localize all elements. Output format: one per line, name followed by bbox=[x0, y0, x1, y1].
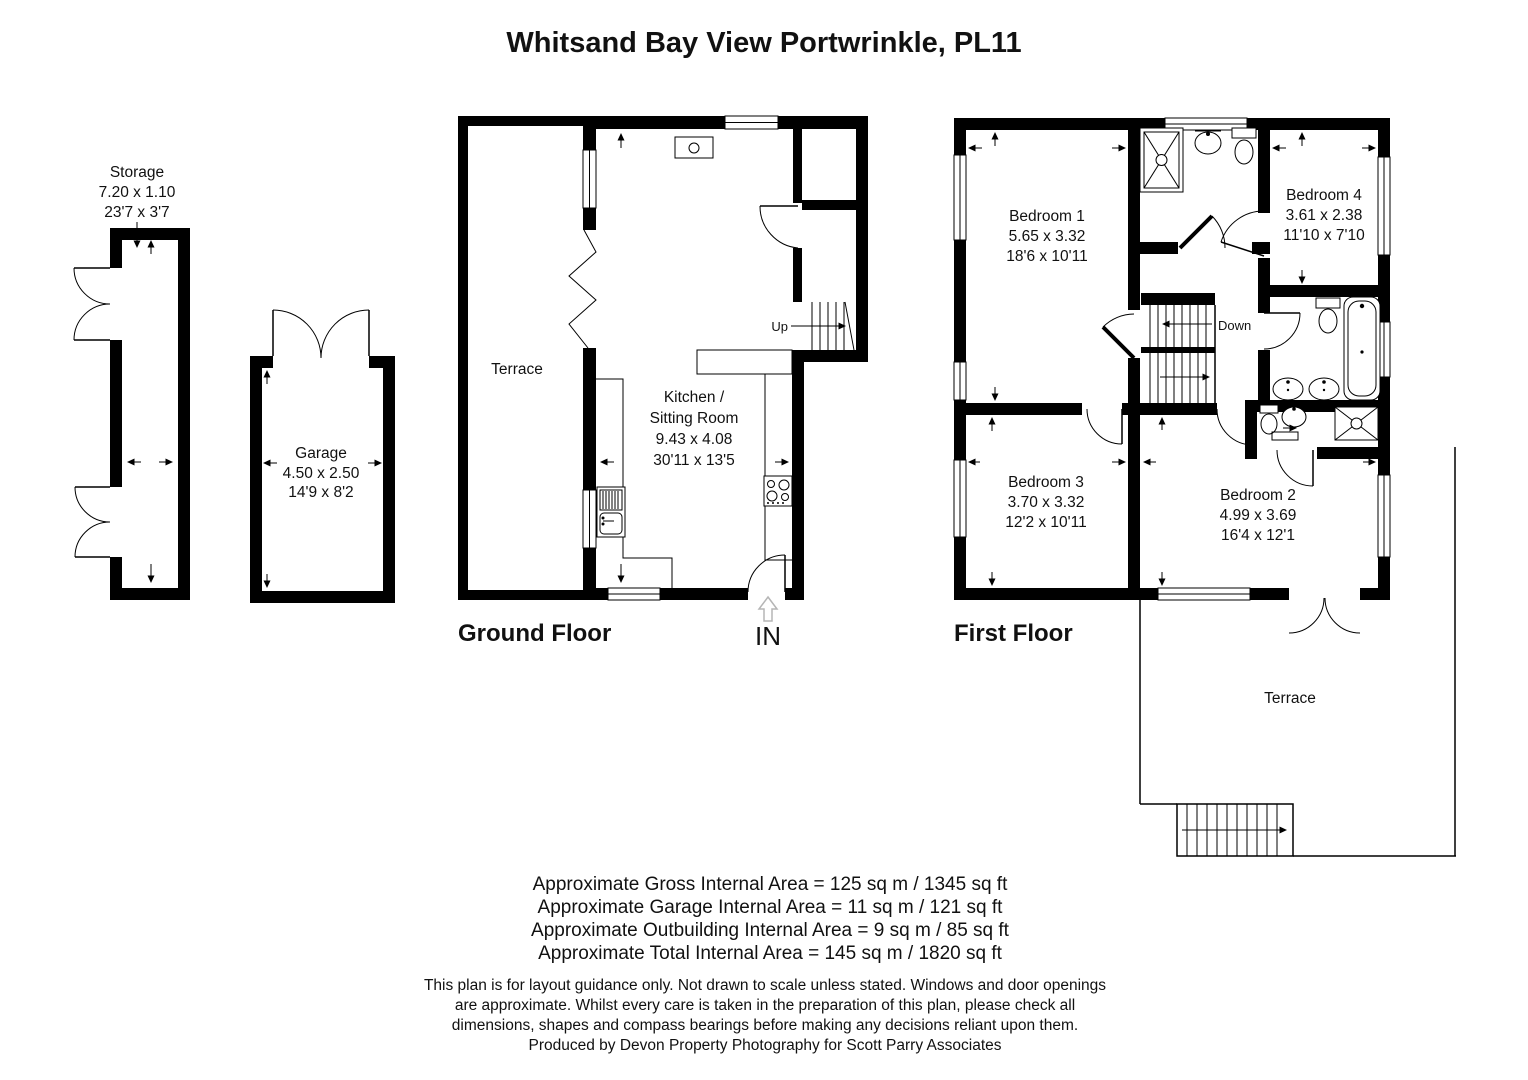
ensuite-door bbox=[1276, 449, 1314, 487]
bedroom1-door bbox=[1101, 313, 1136, 360]
bedroom2-door bbox=[1216, 408, 1254, 446]
bedroom4-dim-imperial: 11'10 x 7'10 bbox=[1283, 227, 1365, 244]
bedroom3-dim-metric: 3.70 x 3.32 bbox=[1008, 494, 1085, 511]
kitchen-counter bbox=[596, 349, 793, 588]
storage-door-upper bbox=[73, 267, 111, 341]
storage-dimension-arrows bbox=[127, 222, 173, 583]
garage-dim-imperial: 14'9 x 8'2 bbox=[288, 484, 353, 501]
ground-floor-plan bbox=[458, 115, 868, 622]
stairs-up-label: Up bbox=[771, 319, 788, 334]
stairs-down bbox=[1149, 305, 1212, 403]
toilet bbox=[1315, 297, 1341, 334]
garage-doors bbox=[272, 309, 370, 359]
bedroom2-dim-metric: 4.99 x 3.69 bbox=[1220, 507, 1297, 524]
entrance-door bbox=[747, 554, 786, 593]
terrace-outline bbox=[1139, 447, 1456, 857]
hob bbox=[763, 475, 793, 507]
first-floor-title: First Floor bbox=[954, 620, 1073, 647]
bedroom3-door bbox=[1086, 408, 1123, 445]
ground-terrace-label: Terrace bbox=[491, 361, 543, 378]
bathroom-door bbox=[1263, 312, 1301, 350]
area-summary: Approximate Gross Internal Area = 125 sq… bbox=[531, 874, 1010, 964]
garage-dimension-arrows bbox=[263, 370, 382, 588]
entrance-label: IN bbox=[755, 621, 781, 651]
storage-plan bbox=[73, 222, 190, 600]
toilet bbox=[1231, 127, 1257, 165]
bedroom2-label: Bedroom 2 bbox=[1220, 487, 1296, 504]
storage-dim-imperial: 23'7 x 3'7 bbox=[104, 204, 169, 221]
bedroom1-dim-imperial: 18'6 x 10'11 bbox=[1006, 248, 1087, 265]
kitchen-island bbox=[674, 136, 714, 159]
kitchen-dim-imperial: 30'11 x 13'5 bbox=[653, 452, 734, 469]
area-gross: Approximate Gross Internal Area = 125 sq… bbox=[533, 874, 1008, 895]
entry-arrow-icon bbox=[757, 595, 779, 622]
shower-tray bbox=[1334, 406, 1379, 441]
bedroom3-label: Bedroom 3 bbox=[1008, 474, 1084, 491]
open-wall-break bbox=[568, 229, 597, 349]
bedroom1-dim-metric: 5.65 x 3.32 bbox=[1009, 228, 1086, 245]
kitchen-dim-metric: 9.43 x 4.08 bbox=[656, 431, 733, 448]
wash-basin bbox=[1308, 377, 1340, 401]
ground-dimension-arrows bbox=[600, 133, 789, 583]
kitchen-label-1: Kitchen / bbox=[664, 389, 725, 406]
kitchen-label-2: Sitting Room bbox=[650, 410, 739, 427]
area-outbuilding: Approximate Outbuilding Internal Area = … bbox=[531, 920, 1010, 941]
bedroom1-label: Bedroom 1 bbox=[1009, 208, 1085, 225]
first-floor-dimension-arrows bbox=[968, 132, 1376, 586]
area-total: Approximate Total Internal Area = 145 sq… bbox=[538, 943, 1003, 964]
terrace-steps bbox=[1176, 803, 1294, 857]
ground-floor-title: Ground Floor bbox=[458, 620, 611, 647]
page-title: Whitsand Bay View Portwrinkle, PL11 bbox=[506, 27, 1021, 59]
ground-terrace-walls bbox=[458, 116, 600, 600]
sink-unit bbox=[596, 486, 626, 538]
disclaimer: This plan is for layout guidance only. N… bbox=[424, 977, 1106, 1054]
stairs-down-label: Down bbox=[1218, 318, 1251, 333]
shower-room-door bbox=[1178, 214, 1226, 250]
bedroom2-dim-imperial: 16'4 x 12'1 bbox=[1221, 527, 1295, 544]
garage-plan bbox=[250, 309, 395, 603]
wash-basin bbox=[1194, 130, 1222, 155]
bedroom4-dim-metric: 3.61 x 2.38 bbox=[1286, 207, 1363, 224]
garage-label: Garage bbox=[295, 445, 347, 462]
toilet bbox=[1259, 404, 1279, 435]
storage-dim-metric: 7.20 x 1.10 bbox=[99, 184, 176, 201]
storage-label: Storage bbox=[110, 164, 164, 181]
wash-basin bbox=[1271, 406, 1307, 441]
disclaimer-credit: Produced by Devon Property Photography f… bbox=[529, 1037, 1002, 1054]
first-terrace-label: Terrace bbox=[1264, 690, 1316, 707]
stairs-up bbox=[791, 301, 855, 351]
bathtub bbox=[1343, 296, 1381, 401]
disclaimer-line-2: are approximate. Whilst every care is ta… bbox=[455, 997, 1075, 1014]
disclaimer-line-1: This plan is for layout guidance only. N… bbox=[424, 977, 1106, 994]
storage-door-lower bbox=[74, 486, 111, 558]
bedroom4-door bbox=[1220, 210, 1265, 257]
disclaimer-line-3: dimensions, shapes and compass bearings … bbox=[452, 1017, 1078, 1034]
closet-door bbox=[759, 205, 799, 249]
first-floor-plan bbox=[953, 117, 1456, 857]
area-garage: Approximate Garage Internal Area = 11 sq… bbox=[538, 897, 1004, 918]
shower-tray bbox=[1139, 127, 1184, 193]
bedroom3-dim-imperial: 12'2 x 10'11 bbox=[1005, 514, 1086, 531]
garage-dim-metric: 4.50 x 2.50 bbox=[283, 465, 360, 482]
wash-basin bbox=[1272, 377, 1304, 401]
terrace-french-doors bbox=[1288, 597, 1361, 634]
bedroom4-label: Bedroom 4 bbox=[1286, 187, 1362, 204]
